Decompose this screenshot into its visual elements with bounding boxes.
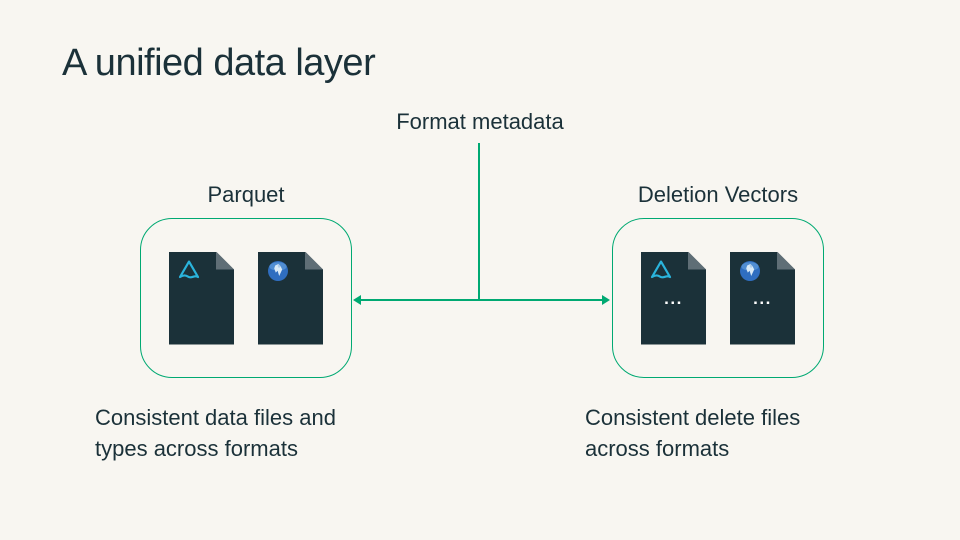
parquet-caption: Consistent data files and types across f… <box>95 402 336 464</box>
format-metadata-label: Format metadata <box>396 109 564 134</box>
iceberg-icon <box>266 259 290 283</box>
slide-title: A unified data layer <box>62 42 376 84</box>
horizontal-arrow-line <box>356 299 606 301</box>
parquet-caption-line1: Consistent data files and <box>95 405 336 430</box>
parquet-box <box>140 218 352 378</box>
parquet-caption-line2: types across formats <box>95 436 298 461</box>
file-delta-parquet <box>169 251 234 345</box>
deletion-vectors-caption-line2: across formats <box>585 436 730 461</box>
ellipsis-dots: ... <box>753 288 772 308</box>
metadata-connector-line <box>478 143 480 301</box>
delta-lake-icon <box>649 259 673 283</box>
arrowhead-left-icon <box>353 295 361 305</box>
deletion-vectors-caption: Consistent delete files across formats <box>585 402 800 464</box>
deletion-vectors-caption-line1: Consistent delete files <box>585 405 801 430</box>
file-iceberg-parquet <box>258 251 323 345</box>
file-delta-deletion: ... <box>641 251 706 345</box>
deletion-vectors-label: Deletion Vectors <box>637 182 799 207</box>
arrowhead-right-icon <box>602 295 610 305</box>
iceberg-icon <box>738 259 762 283</box>
parquet-label: Parquet <box>207 182 285 207</box>
deletion-vectors-box: ... ... <box>612 218 824 378</box>
ellipsis-dots: ... <box>664 288 683 308</box>
file-iceberg-deletion: ... <box>730 251 795 345</box>
delta-lake-icon <box>177 259 201 283</box>
